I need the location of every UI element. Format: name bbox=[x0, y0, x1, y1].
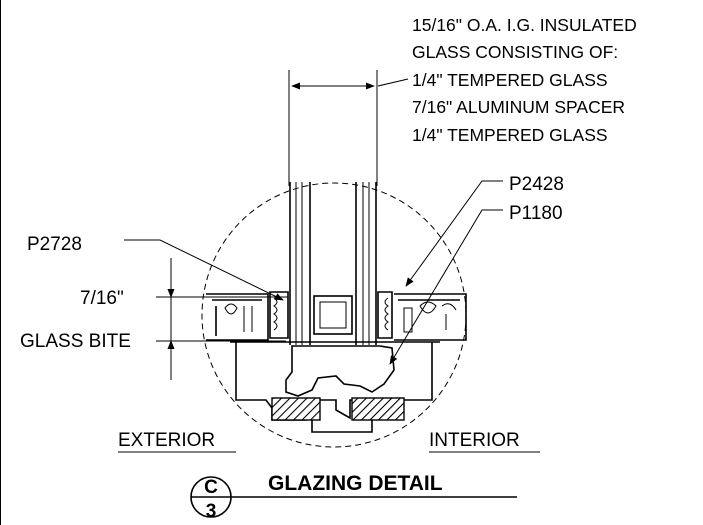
glass-note-line-1: 15/16" O.A. I.G. INSULATED bbox=[412, 15, 637, 35]
exterior-gasket bbox=[269, 291, 289, 339]
aluminum-spacer bbox=[313, 295, 353, 335]
glass-note-line-4: 7/16" ALUMINUM SPACER bbox=[412, 97, 625, 117]
detail-letter: C bbox=[204, 477, 218, 498]
frame-interior bbox=[394, 293, 467, 341]
thermal-break-blocks bbox=[271, 397, 405, 421]
frame-exterior bbox=[206, 293, 269, 341]
glass-note-line-3: 1/4" TEMPERED GLASS bbox=[412, 70, 608, 90]
detail-title: GLAZING DETAIL bbox=[268, 472, 443, 495]
sill-base bbox=[230, 341, 440, 433]
glass-note-line-5: 1/4" TEMPERED GLASS bbox=[412, 125, 608, 145]
leader-p1180 bbox=[389, 209, 503, 365]
glass-bite-dimension bbox=[156, 258, 288, 380]
glass-note: 15/16" O.A. I.G. INSULATED GLASS CONSIST… bbox=[412, 15, 637, 145]
callout-p2728: P2728 bbox=[27, 234, 82, 255]
interior-label: INTERIOR bbox=[429, 430, 520, 451]
interior-gasket bbox=[377, 291, 393, 339]
leader-p2428 bbox=[405, 180, 503, 287]
callout-p2428: P2428 bbox=[509, 174, 564, 195]
detail-number: 3 bbox=[206, 501, 217, 522]
insulated-glass-unit bbox=[289, 182, 377, 345]
detail-symbol: C 3 bbox=[190, 476, 232, 522]
callout-p1180: P1180 bbox=[509, 203, 563, 224]
glass-note-leader bbox=[377, 78, 409, 87]
glass-bite-label: GLASS BITE bbox=[20, 331, 131, 352]
glass-thickness-dimension bbox=[288, 70, 378, 186]
leader-p2728 bbox=[124, 239, 284, 301]
detail-circle bbox=[201, 182, 467, 448]
glass-bite-value: 7/16" bbox=[80, 288, 124, 309]
exterior-label: EXTERIOR bbox=[118, 430, 215, 451]
glass-note-line-2: GLASS CONSISTING OF: bbox=[412, 42, 618, 62]
